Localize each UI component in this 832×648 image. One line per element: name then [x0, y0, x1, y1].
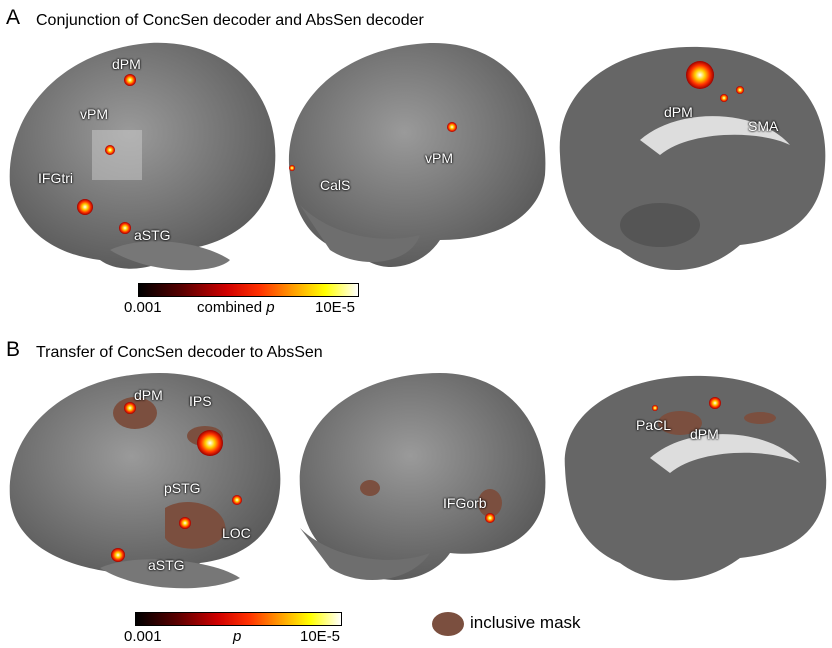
colorbar-b — [135, 612, 342, 626]
label-ifgtri: IFGtri — [38, 170, 73, 186]
colorbar-a — [138, 283, 359, 297]
label-pstg: pSTG — [164, 480, 201, 496]
activation-blobs-b — [111, 397, 721, 562]
colorbar-a-p: p — [266, 299, 275, 316]
panel-a-title: Conjunction of ConcSen decoder and AbsSe… — [36, 12, 424, 29]
inclusive-mask-swatch — [432, 612, 464, 636]
colorbar-a-label-text: combined — [197, 299, 263, 316]
panel-a-letter: A — [6, 6, 21, 29]
inclusive-mask-label: inclusive mask — [470, 613, 581, 632]
medial-brain — [559, 46, 826, 270]
right-lateral-brain-b — [299, 373, 546, 580]
colorbar-b-p: p — [233, 628, 242, 645]
label-ifgorb: IFGorb — [443, 495, 487, 511]
colorbar-b-max: 10E-5 — [300, 628, 341, 645]
colorbar-a-max: 10E-5 — [315, 299, 356, 316]
panel-b-letter: B — [6, 338, 21, 361]
colorbar-b-min: 0.001 — [124, 628, 162, 645]
label-dpm-medial-b: dPM — [690, 426, 719, 442]
left-lateral-brain — [9, 42, 276, 271]
label-pacl: PaCL — [636, 417, 672, 433]
label-vpm: vPM — [80, 106, 108, 122]
label-dpm-medial: dPM — [664, 104, 693, 120]
label-sma: SMA — [748, 118, 779, 134]
label-dpm: dPM — [112, 56, 141, 72]
colorbar-a-label: combined p — [197, 299, 275, 316]
label-astg-b: aSTG — [148, 557, 185, 573]
medial-brain-b — [564, 375, 827, 581]
inclusive-mask-regions — [113, 397, 776, 549]
panel-b-brains — [9, 373, 827, 589]
panel-a-brains — [9, 42, 826, 271]
activation-blobs — [77, 61, 744, 234]
label-cals: CalS — [320, 177, 351, 193]
label-dpm-b: dPM — [134, 387, 163, 403]
colorbar-a-min: 0.001 — [124, 299, 162, 316]
label-loc: LOC — [222, 525, 251, 541]
label-ips: IPS — [189, 393, 212, 409]
right-lateral-brain — [288, 42, 546, 268]
label-astg: aSTG — [134, 227, 171, 243]
panel-b-title: Transfer of ConcSen decoder to AbsSen — [36, 344, 323, 361]
label-vpm-right: vPM — [425, 150, 453, 166]
